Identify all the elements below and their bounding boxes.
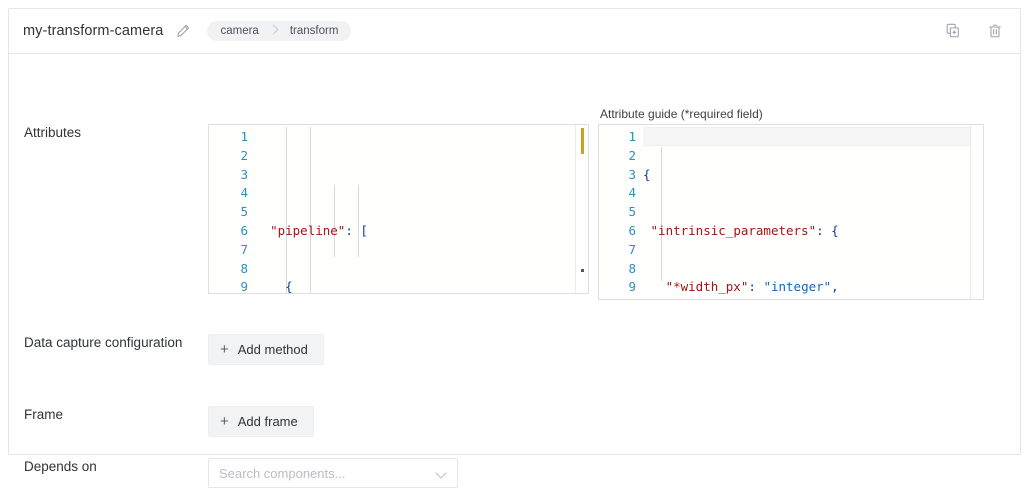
line-number: 9 (628, 279, 636, 295)
guide-code-content[interactable]: { "intrinsic_parameters": { "*width_px":… (643, 125, 983, 299)
chevron-down-icon[interactable] (436, 468, 447, 479)
pencil-icon[interactable] (173, 21, 193, 41)
add-method-button[interactable]: + Add method (208, 334, 324, 365)
trash-icon[interactable] (984, 20, 1006, 42)
line-number: 9 (240, 279, 248, 294)
depends-on-label: Depends on (24, 459, 97, 474)
row-depends-on: Depends on Search components... (9, 458, 1020, 488)
code-line: "intrinsic_parameters": { (650, 222, 839, 238)
ruler-warning-marker (581, 128, 584, 154)
code-line: { (285, 279, 293, 293)
line-number: 8 (240, 260, 248, 276)
header-actions (942, 20, 1006, 42)
attribute-guide-editor[interactable]: 1 2 3 4 5 6 7 8 9 { (598, 124, 984, 300)
line-number: 6 (628, 222, 636, 238)
line-number: 5 (628, 204, 636, 220)
editor-line-numbers: 1 2 3 4 5 6 7 8 9 (209, 125, 255, 293)
line-number: 8 (628, 260, 636, 276)
code-line: { (643, 166, 651, 182)
attributes-field: Attribute guide (*required field) 1 2 3 (208, 107, 1020, 300)
panel-header: my-transform-camera camera transform (9, 9, 1020, 54)
code-line: "*width_px": "integer", (665, 279, 839, 295)
code-line: "pipeline": [ (270, 222, 368, 238)
line-number: 6 (240, 222, 248, 238)
component-config-panel: my-transform-camera camera transform (8, 8, 1021, 488)
add-frame-label: Add frame (237, 414, 298, 429)
breadcrumb: camera transform (207, 21, 352, 41)
row-frame: Frame + Add frame (9, 406, 1020, 437)
search-components-placeholder: Search components... (219, 465, 346, 481)
attributes-label: Attributes (24, 125, 82, 140)
breadcrumb-item-camera[interactable]: camera (220, 25, 259, 37)
line-number: 1 (628, 129, 636, 144)
editor-overview-ruler[interactable] (575, 125, 588, 293)
line-number: 7 (240, 241, 248, 257)
ruler-cursor-marker (581, 269, 584, 272)
code-line (255, 166, 588, 185)
guide-overview-ruler[interactable] (970, 125, 983, 299)
guide-line-numbers: 1 2 3 4 5 6 7 8 9 (599, 125, 643, 299)
line-number: 4 (628, 185, 636, 201)
line-number: 2 (240, 147, 248, 163)
copy-icon[interactable] (942, 20, 964, 42)
frame-label: Frame (24, 407, 64, 422)
line-number: 3 (628, 166, 636, 182)
active-line-highlight (643, 127, 971, 146)
data-capture-configuration-label: Data capture configuration (24, 335, 183, 350)
line-number: 4 (240, 185, 248, 201)
plus-icon: + (220, 341, 229, 358)
page-title: my-transform-camera (23, 23, 164, 39)
line-number: 3 (240, 166, 248, 182)
depends-on-field: Search components... (208, 458, 1020, 488)
row-attributes: Attributes Attribute guide (*required fi… (9, 107, 1020, 300)
search-components-select[interactable]: Search components... (208, 458, 458, 488)
line-number: 7 (628, 241, 636, 257)
frame-field: + Add frame (208, 406, 1020, 437)
editor-code-content[interactable]: "pipeline": [ { "type": "detections", "a… (255, 125, 588, 293)
attributes-code-editor[interactable]: 1 2 3 4 5 6 7 8 9 (208, 124, 589, 294)
attribute-guide-label: Attribute guide (*required field) (600, 107, 763, 121)
plus-icon: + (220, 413, 229, 430)
add-frame-button[interactable]: + Add frame (208, 406, 314, 437)
add-method-label: Add method (237, 342, 308, 357)
line-number: 1 (240, 129, 248, 144)
breadcrumb-item-transform[interactable]: transform (289, 25, 339, 37)
data-capture-configuration-field: + Add method (208, 334, 1020, 365)
row-data-capture-configuration: Data capture configuration + Add method (9, 334, 1020, 365)
line-number: 2 (628, 147, 636, 163)
chevron-right-icon (270, 21, 279, 41)
line-number: 5 (240, 204, 248, 220)
